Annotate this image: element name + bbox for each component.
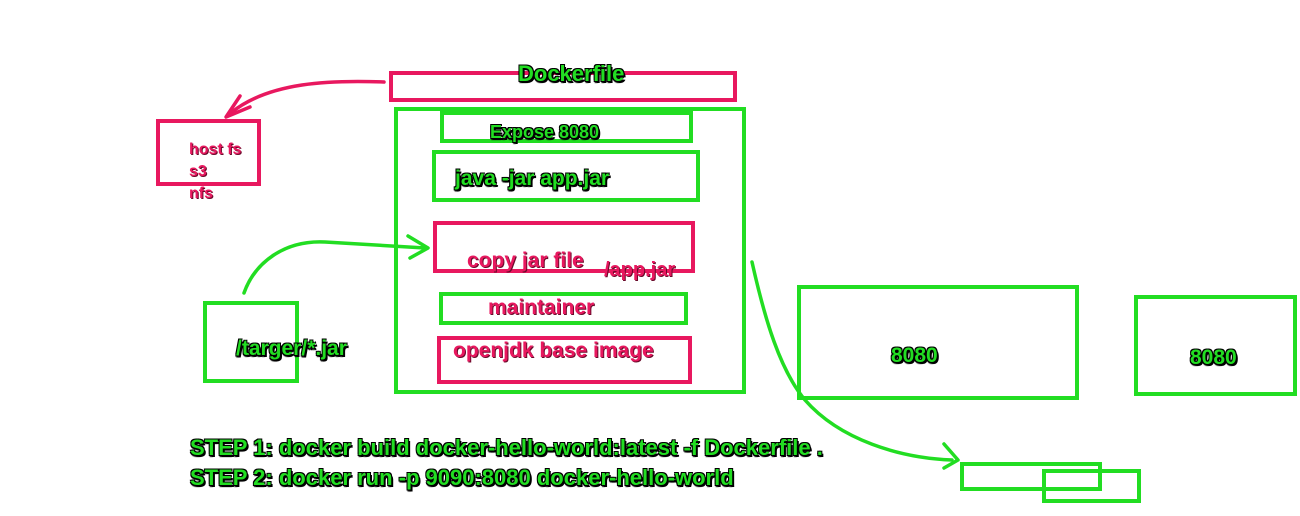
arrow-head-run bbox=[942, 442, 960, 470]
host-box bbox=[1134, 295, 1297, 396]
expose-layer-box bbox=[440, 111, 693, 143]
base-layer-box bbox=[437, 336, 692, 384]
run-box-b bbox=[1042, 469, 1141, 503]
arrow-head-storage bbox=[224, 94, 252, 119]
run-box-a bbox=[960, 462, 1102, 491]
copy-target-label: /app.jar bbox=[604, 259, 676, 281]
host-storage-item: host fs bbox=[189, 141, 242, 158]
host-port-label: 8080 bbox=[1190, 346, 1237, 369]
arrow-dockerfile-to-storage bbox=[230, 79, 386, 114]
dockerfile-title-box bbox=[389, 71, 737, 102]
container-port-label: 8080 bbox=[891, 344, 938, 367]
dockerfile-container bbox=[394, 107, 746, 394]
container-box bbox=[797, 285, 1079, 400]
step-2: STEP 2: docker run -p 9090:8080 docker-h… bbox=[190, 465, 734, 490]
cmd-layer-label: java -jar app.jar bbox=[455, 167, 610, 190]
copy-layer-label: copy jar file bbox=[467, 249, 584, 272]
dockerfile-title: Dockerfile bbox=[518, 61, 625, 86]
step-1: STEP 1: docker build docker-hello-world:… bbox=[190, 435, 823, 460]
cmd-layer-box bbox=[432, 150, 700, 202]
maintainer-layer-label: maintainer bbox=[488, 296, 595, 319]
host-storage-item: nfs bbox=[189, 185, 213, 202]
source-jar-label: /targer/*.jar bbox=[236, 337, 347, 360]
host-storage-item: s3 bbox=[189, 163, 207, 180]
source-jar-box bbox=[203, 301, 299, 383]
host-storage-box bbox=[156, 119, 261, 186]
expose-layer-label: Expose 8080 bbox=[490, 122, 600, 142]
copy-layer-box bbox=[433, 221, 695, 273]
arrow-dockerfile-to-run bbox=[750, 260, 954, 462]
maintainer-layer-box bbox=[439, 292, 688, 325]
arrow-head-copy bbox=[406, 234, 430, 260]
base-layer-label: openjdk base image bbox=[453, 339, 654, 362]
